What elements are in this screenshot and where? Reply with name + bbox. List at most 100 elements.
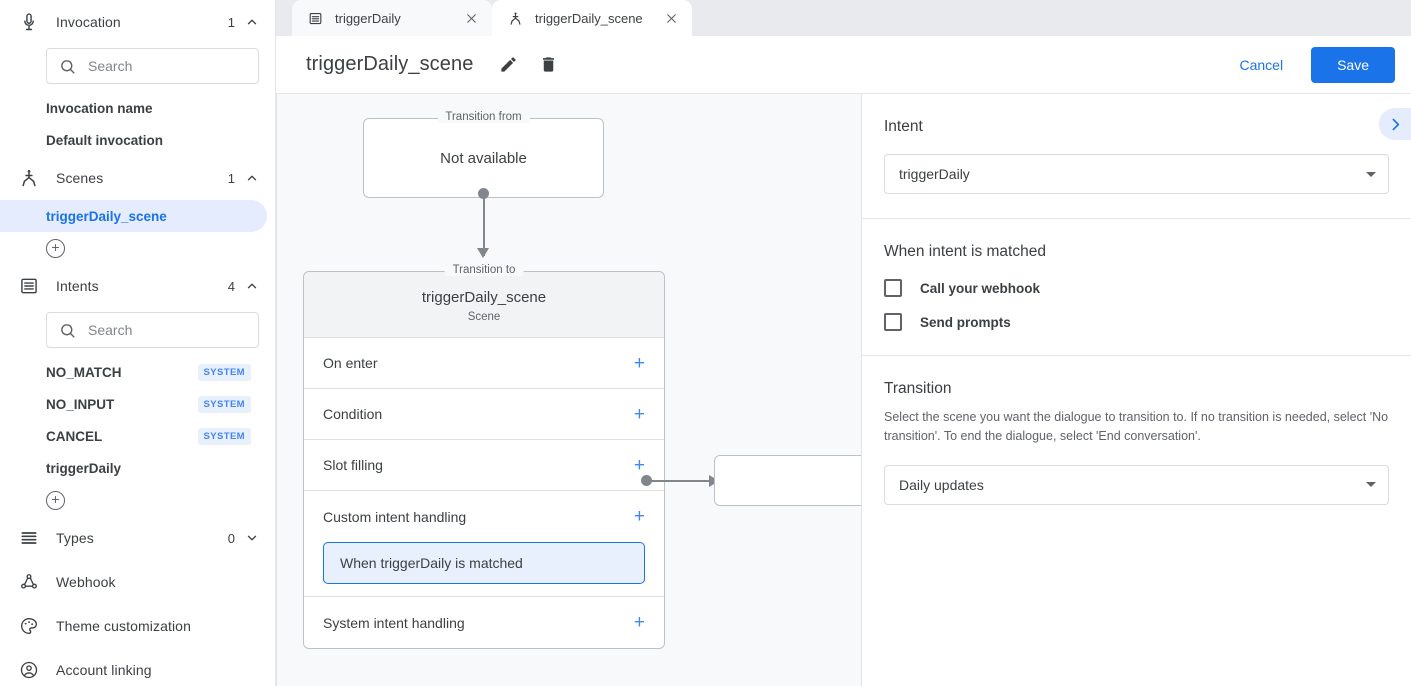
search-icon [59,58,76,75]
transition-to-legend: Transition to [444,264,524,276]
call-your-webhook-label: Call your webhook [920,280,1041,296]
send-prompts-checkbox[interactable] [884,313,902,331]
scene-row-on-enter[interactable]: On enter + [304,338,664,389]
add-custom-intent-handling-icon[interactable]: + [633,506,645,527]
save-button[interactable]: Save [1311,46,1395,83]
scene-node-subtitle: Scene [467,311,501,323]
intents-list-icon [18,275,40,297]
search-icon [59,322,76,339]
intent-heading: Intent [884,118,923,135]
tab-triggerdaily[interactable]: triggerDaily [292,0,492,36]
intent-handler-chip[interactable]: When triggerDaily is matched [323,542,645,584]
system-badge: SYSTEM [197,427,251,445]
scene-row-slot-filling[interactable]: Slot filling + [304,440,664,491]
scene-canvas[interactable]: Transition from Not available Transition… [276,94,862,686]
intents-search-input[interactable] [86,321,246,339]
close-icon[interactable] [462,9,480,27]
add-system-intent-handling-icon[interactable]: + [633,612,645,633]
main-area: triggerDaily triggerDaily_scene triggerD… [276,0,1411,686]
sidebar-group-count: 1 [227,170,235,186]
webhook-nodes-icon [18,571,40,593]
sidebar-item-label: triggerDaily_scene [46,208,167,224]
sidebar-group-intents[interactable]: Intents 4 [0,264,275,308]
transition-select-value: Daily updates [899,476,984,493]
transition-to-node-value: Dail [715,456,861,505]
sidebar-item-cancel[interactable]: CANCEL SYSTEM [0,420,267,452]
scene-node-title: triggerDaily_scene [421,289,547,306]
edge-arrowhead-down [477,248,489,258]
scene-row-custom-intent-handling[interactable]: Custom intent handling + [304,491,664,542]
page-title: triggerDaily_scene [306,53,474,75]
sidebar-item-no-input[interactable]: NO_INPUT SYSTEM [0,388,267,420]
sidebar-group-count: 4 [227,278,235,294]
invocation-search-box[interactable] [46,48,259,84]
scene-row-system-intent-handling[interactable]: System intent handling + [304,597,664,648]
sidebar-item-label: Default invocation [46,132,164,148]
add-on-enter-icon[interactable]: + [633,352,645,374]
sidebar-item-default-invocation[interactable]: Default invocation [0,124,267,156]
chevron-right-icon[interactable] [1379,108,1411,140]
sidebar-group-label: Types [56,530,94,546]
scene-row-condition[interactable]: Condition + [304,389,664,440]
sidebar-item-label: NO_MATCH [46,364,122,380]
tab-strip: triggerDaily triggerDaily_scene [276,0,1411,36]
scene-row-label: System intent handling [323,614,465,631]
call-your-webhook-checkbox[interactable] [884,279,902,297]
transition-description: Select the scene you want the dialogue t… [884,410,1389,444]
sidebar-item-label: NO_INPUT [46,396,115,412]
sidebar-group-scenes[interactable]: Scenes 1 [0,156,275,200]
sidebar-group-invocation[interactable]: Invocation 1 [0,0,275,44]
properties-panel: Intent triggerDaily When intent is match… [862,94,1411,686]
sidebar: Invocation 1 Invocation name Default inv… [0,0,276,686]
transition-from-value: Not available [440,149,527,167]
chevron-up-icon[interactable] [245,279,259,293]
sidebar-group-types[interactable]: Types 0 [0,516,275,560]
pencil-icon[interactable] [495,52,521,78]
sidebar-item-webhook[interactable]: Webhook [0,560,275,604]
sidebar-item-triggerdaily[interactable]: triggerDaily [0,452,267,484]
send-prompts-checkbox-row[interactable]: Send prompts [884,313,1389,331]
sidebar-item-label: Theme customization [56,618,191,634]
transition-from-legend: Transition from [437,111,530,123]
transition-heading: Transition [884,380,952,397]
sidebar-item-theme-customization[interactable]: Theme customization [0,604,275,648]
intent-select-value: triggerDaily [899,166,970,182]
chevron-down-icon[interactable] [245,531,259,545]
intents-search-box[interactable] [46,312,259,348]
intent-icon [308,11,323,26]
scene-branch-icon [18,167,40,189]
tab-triggerdaily-scene[interactable]: triggerDaily_scene [492,0,692,36]
palette-icon [18,615,40,637]
edge-handler-dot [641,475,652,486]
sidebar-group-label: Intents [56,278,99,294]
scene-branch-icon [508,11,523,26]
sidebar-item-label: Account linking [56,662,152,678]
chevron-up-icon[interactable] [245,171,259,185]
sidebar-item-label: CANCEL [46,428,103,444]
chevron-up-icon[interactable] [245,15,259,29]
panel-section-when-matched: When intent is matched Call your webhook… [862,219,1411,356]
intent-handler-wrap: When triggerDaily is matched [304,542,664,597]
call-your-webhook-checkbox-row[interactable]: Call your webhook [884,279,1389,297]
scene-row-label: Condition [323,406,383,422]
add-slot-filling-icon[interactable]: + [633,454,645,476]
scene-node-card[interactable]: Transition to triggerDaily_scene Scene O… [303,264,665,649]
sidebar-item-triggerdaily-scene[interactable]: triggerDaily_scene [0,200,267,232]
edge-horizontal-line [651,479,711,482]
sidebar-item-no-match[interactable]: NO_MATCH SYSTEM [0,356,267,388]
sidebar-item-account-linking[interactable]: Account linking [0,648,275,686]
add-scene-icon[interactable]: + [46,238,65,258]
sidebar-item-invocation-name[interactable]: Invocation name [0,92,267,124]
invocation-search-input[interactable] [86,57,246,75]
add-intent-icon[interactable]: + [46,490,65,510]
transition-from-node[interactable]: Transition from Not available [363,111,604,198]
add-condition-icon[interactable]: + [633,403,645,425]
cancel-button[interactable]: Cancel [1225,48,1297,82]
intent-select[interactable]: triggerDaily [884,154,1389,194]
close-icon[interactable] [662,9,680,27]
trash-icon[interactable] [535,52,561,78]
transition-to-node[interactable]: Tr Dail [714,455,861,506]
panel-section-intent: Intent triggerDaily [862,94,1411,219]
transition-select[interactable]: Daily updates [884,464,1389,505]
